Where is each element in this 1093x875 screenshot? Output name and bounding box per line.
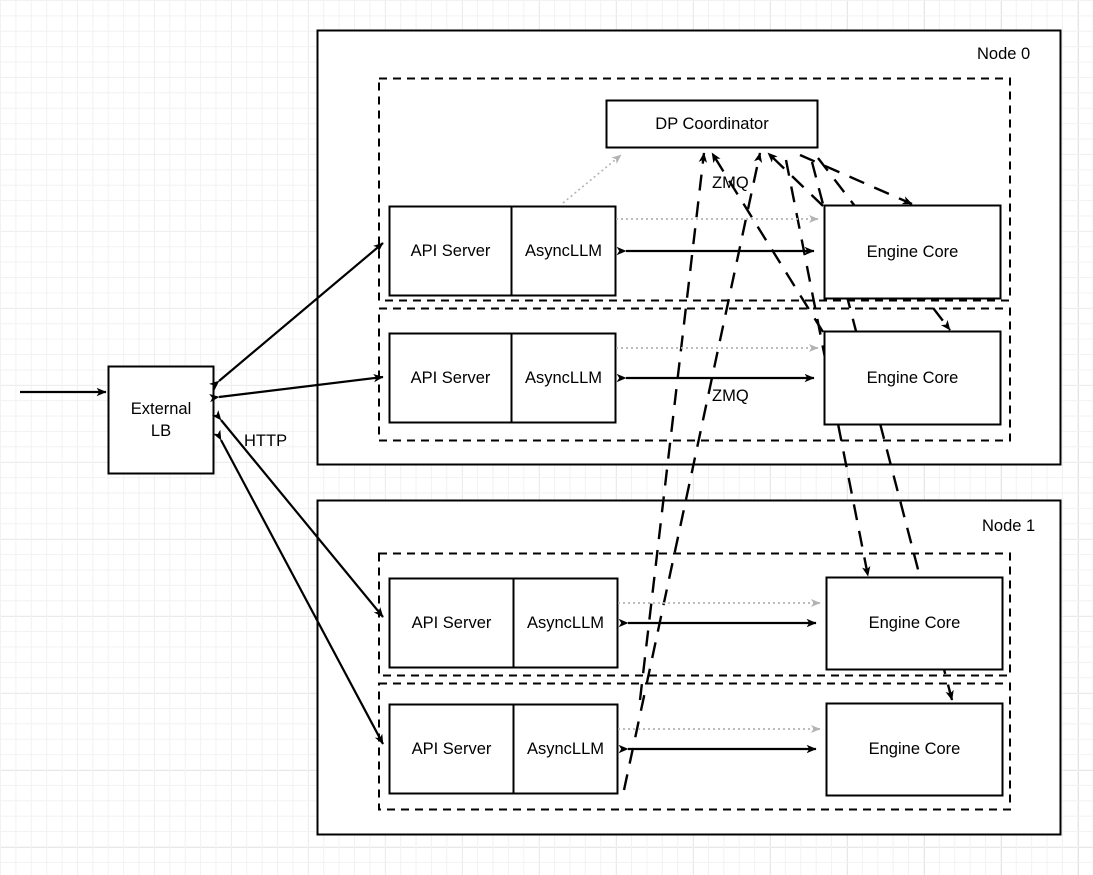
http-edge-lb-to-n0r0: [209, 242, 384, 391]
http-edges: [209, 242, 384, 745]
http-edge-lb-to-n0r1: [209, 373, 384, 403]
node-0-rank-0-group: [378, 77, 1011, 302]
node-0-rank-0-asyncllm-label: AsyncLLM: [524, 241, 603, 260]
node-1-rank-0-api-server-box[interactable]: [388, 577, 515, 669]
node-1-rank-1-api-server-label: API Server: [411, 739, 492, 758]
node-1-rank-0-asyncllm-box[interactable]: [512, 577, 619, 669]
dashed-edge-n0r0-to-coordinator: [767, 152, 824, 207]
dp-coordinator-label: DP Coordinator: [655, 114, 769, 133]
node-1-rank-0-api-server-label: API Server: [411, 613, 492, 632]
http-edge-lb-to-n1r1: [212, 429, 384, 745]
node-0-rank-1-asyncllm-label: AsyncLLM: [524, 368, 603, 387]
dashed-edge-n0r1-to-coordinator: [710, 152, 825, 333]
external-lb-label-line1: External: [130, 399, 192, 418]
node-1-label: Node 1: [982, 517, 1036, 535]
node-0-rank-0-api-server-box[interactable]: [388, 205, 513, 297]
node-0-rank-1-api-server-label: API Server: [410, 368, 491, 387]
node-0-rank-1-engine-core-label: Engine Core: [866, 368, 959, 387]
external-lb-box[interactable]: [107, 365, 215, 475]
node-1-rank-0-engine-core-label: Engine Core: [868, 614, 961, 632]
external-lb-label-line2: LB: [150, 422, 172, 440]
zmq-engine-edge-label: ZMQ: [712, 387, 749, 405]
zmq-coordinator-edge-label: ZMQ: [712, 174, 749, 192]
node-0-rank-0-engine-core-label: Engine Core: [866, 242, 959, 261]
node-0-rank-0-engine-core-box[interactable]: [823, 204, 1002, 300]
node-1-rank-1-engine-core-box[interactable]: [825, 702, 1004, 797]
node-0-label: Node 0: [977, 45, 1031, 63]
dashed-edge-n1r0-to-coordinator: [638, 152, 708, 701]
dp-coordinator-box[interactable]: [605, 99, 819, 149]
node-1-rank-0-asyncllm-label: AsyncLLM: [526, 613, 605, 632]
external-lb-label: External LB: [109, 367, 213, 473]
node-1-rank-1-engine-core-label: Engine Core: [868, 740, 961, 758]
dashed-edge-coordinator-to-n0r0: [799, 153, 913, 206]
node-1-rank-1-asyncllm-label: AsyncLLM: [526, 739, 605, 758]
node-0-rank-0-api-server-label: API Server: [410, 241, 491, 260]
node-1-rank-1-asyncllm-box[interactable]: [512, 703, 619, 795]
http-edge-label: HTTP: [244, 432, 288, 450]
dashed-edge-coordinator-to-n1r0: [784, 159, 871, 577]
node-1-rank-1-api-server-box[interactable]: [388, 703, 515, 795]
node-0-rank-0-asyncllm-box[interactable]: [510, 205, 617, 297]
dashed-edge-n1r1-to-coordinator: [622, 152, 763, 791]
node-0-rank-1-asyncllm-box[interactable]: [510, 332, 617, 424]
node-0-rank-1-api-server-box[interactable]: [388, 332, 513, 424]
node-0-rank-1-engine-core-box[interactable]: [823, 330, 1002, 426]
node-1-rank-1-group: [378, 682, 1011, 811]
node-1-rank-0-engine-core-box[interactable]: [825, 576, 1004, 671]
